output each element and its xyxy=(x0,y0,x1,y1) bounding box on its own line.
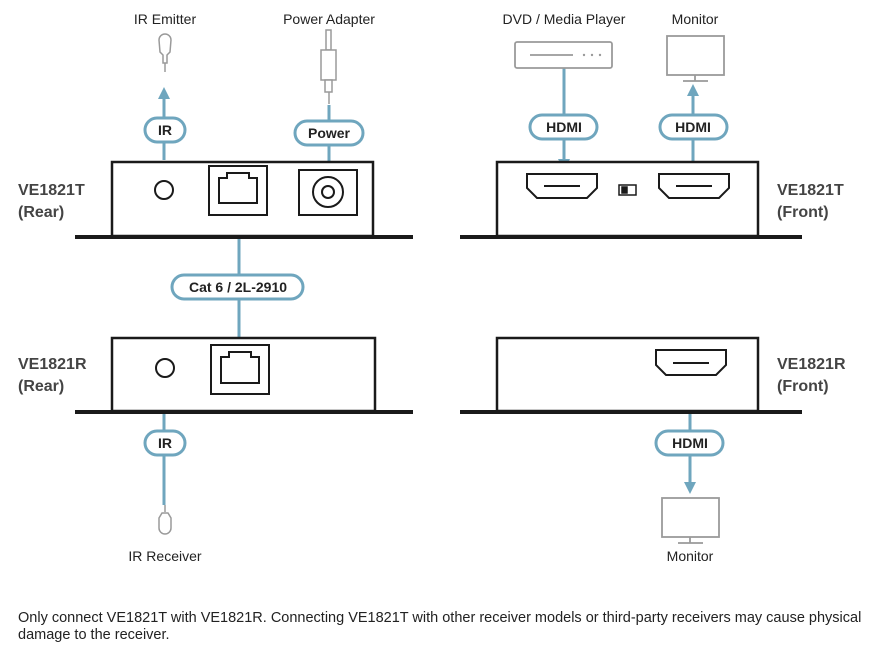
hdmi-in-pill: HDMI xyxy=(528,113,599,141)
transmitter-front-unit xyxy=(460,160,802,239)
ir-emitter-label: IR Emitter xyxy=(134,11,197,27)
hdmi-output-port-icon xyxy=(658,173,730,199)
receiver-rear-unit xyxy=(75,336,413,414)
compatibility-note: Only connect VE1821T with VE1821R. Conne… xyxy=(18,610,862,643)
power-pill: Power xyxy=(293,119,365,147)
power-jack-icon xyxy=(298,169,358,216)
dip-switch-icon xyxy=(618,184,637,196)
hdmi-out-pill: HDMI xyxy=(658,113,729,141)
transmitter-rear-name: VE1821T xyxy=(18,182,85,199)
rj45-port-icon xyxy=(210,344,270,395)
hdmi-receiver-pill-label: HDMI xyxy=(672,435,708,451)
ir-bottom-pill: IR xyxy=(143,429,187,457)
hdmi-output-port-icon xyxy=(655,349,727,376)
transmitter-rear-side: (Rear) xyxy=(18,204,64,221)
receiver-rear-side: (Rear) xyxy=(18,378,64,395)
monitor-top-label: Monitor xyxy=(672,11,719,27)
monitor-bottom-label: Monitor xyxy=(667,548,714,564)
ir-jack-icon xyxy=(154,180,174,200)
ir-top-pill: IR xyxy=(143,116,187,144)
hdmi-out-pill-label: HDMI xyxy=(675,119,711,135)
transmitter-rear-unit xyxy=(75,160,413,239)
receiver-front-name: VE1821R xyxy=(777,356,846,373)
power-adapter-icon xyxy=(320,29,337,104)
monitor-bottom-icon xyxy=(661,497,720,544)
receiver-rear-name: VE1821R xyxy=(18,356,87,373)
power-pill-label: Power xyxy=(308,125,351,141)
transmitter-front-name: VE1821T xyxy=(777,182,844,199)
rj45-port-icon xyxy=(208,165,268,216)
hdmi-in-pill-label: HDMI xyxy=(546,119,582,135)
cat6-pill: Cat 6 / 2L-2910 xyxy=(170,273,305,301)
receiver-front-unit xyxy=(460,336,802,414)
power-adapter-label: Power Adapter xyxy=(283,11,375,27)
ir-emitter-icon xyxy=(158,33,172,72)
cat6-pill-label: Cat 6 / 2L-2910 xyxy=(189,279,287,295)
receiver-front-side: (Front) xyxy=(777,378,829,395)
ir-receiver-label: IR Receiver xyxy=(128,548,201,564)
transmitter-front-side: (Front) xyxy=(777,204,829,221)
hdmi-input-port-icon xyxy=(526,173,598,199)
hdmi-receiver-pill: HDMI xyxy=(654,429,725,457)
ir-jack-icon xyxy=(155,358,175,378)
monitor-top-icon xyxy=(666,35,725,82)
media-player-label: DVD / Media Player xyxy=(503,11,626,27)
media-player-icon xyxy=(514,41,613,69)
ir-bottom-pill-label: IR xyxy=(158,435,172,451)
ir-top-pill-label: IR xyxy=(158,122,172,138)
ir-receiver-icon xyxy=(158,505,172,535)
